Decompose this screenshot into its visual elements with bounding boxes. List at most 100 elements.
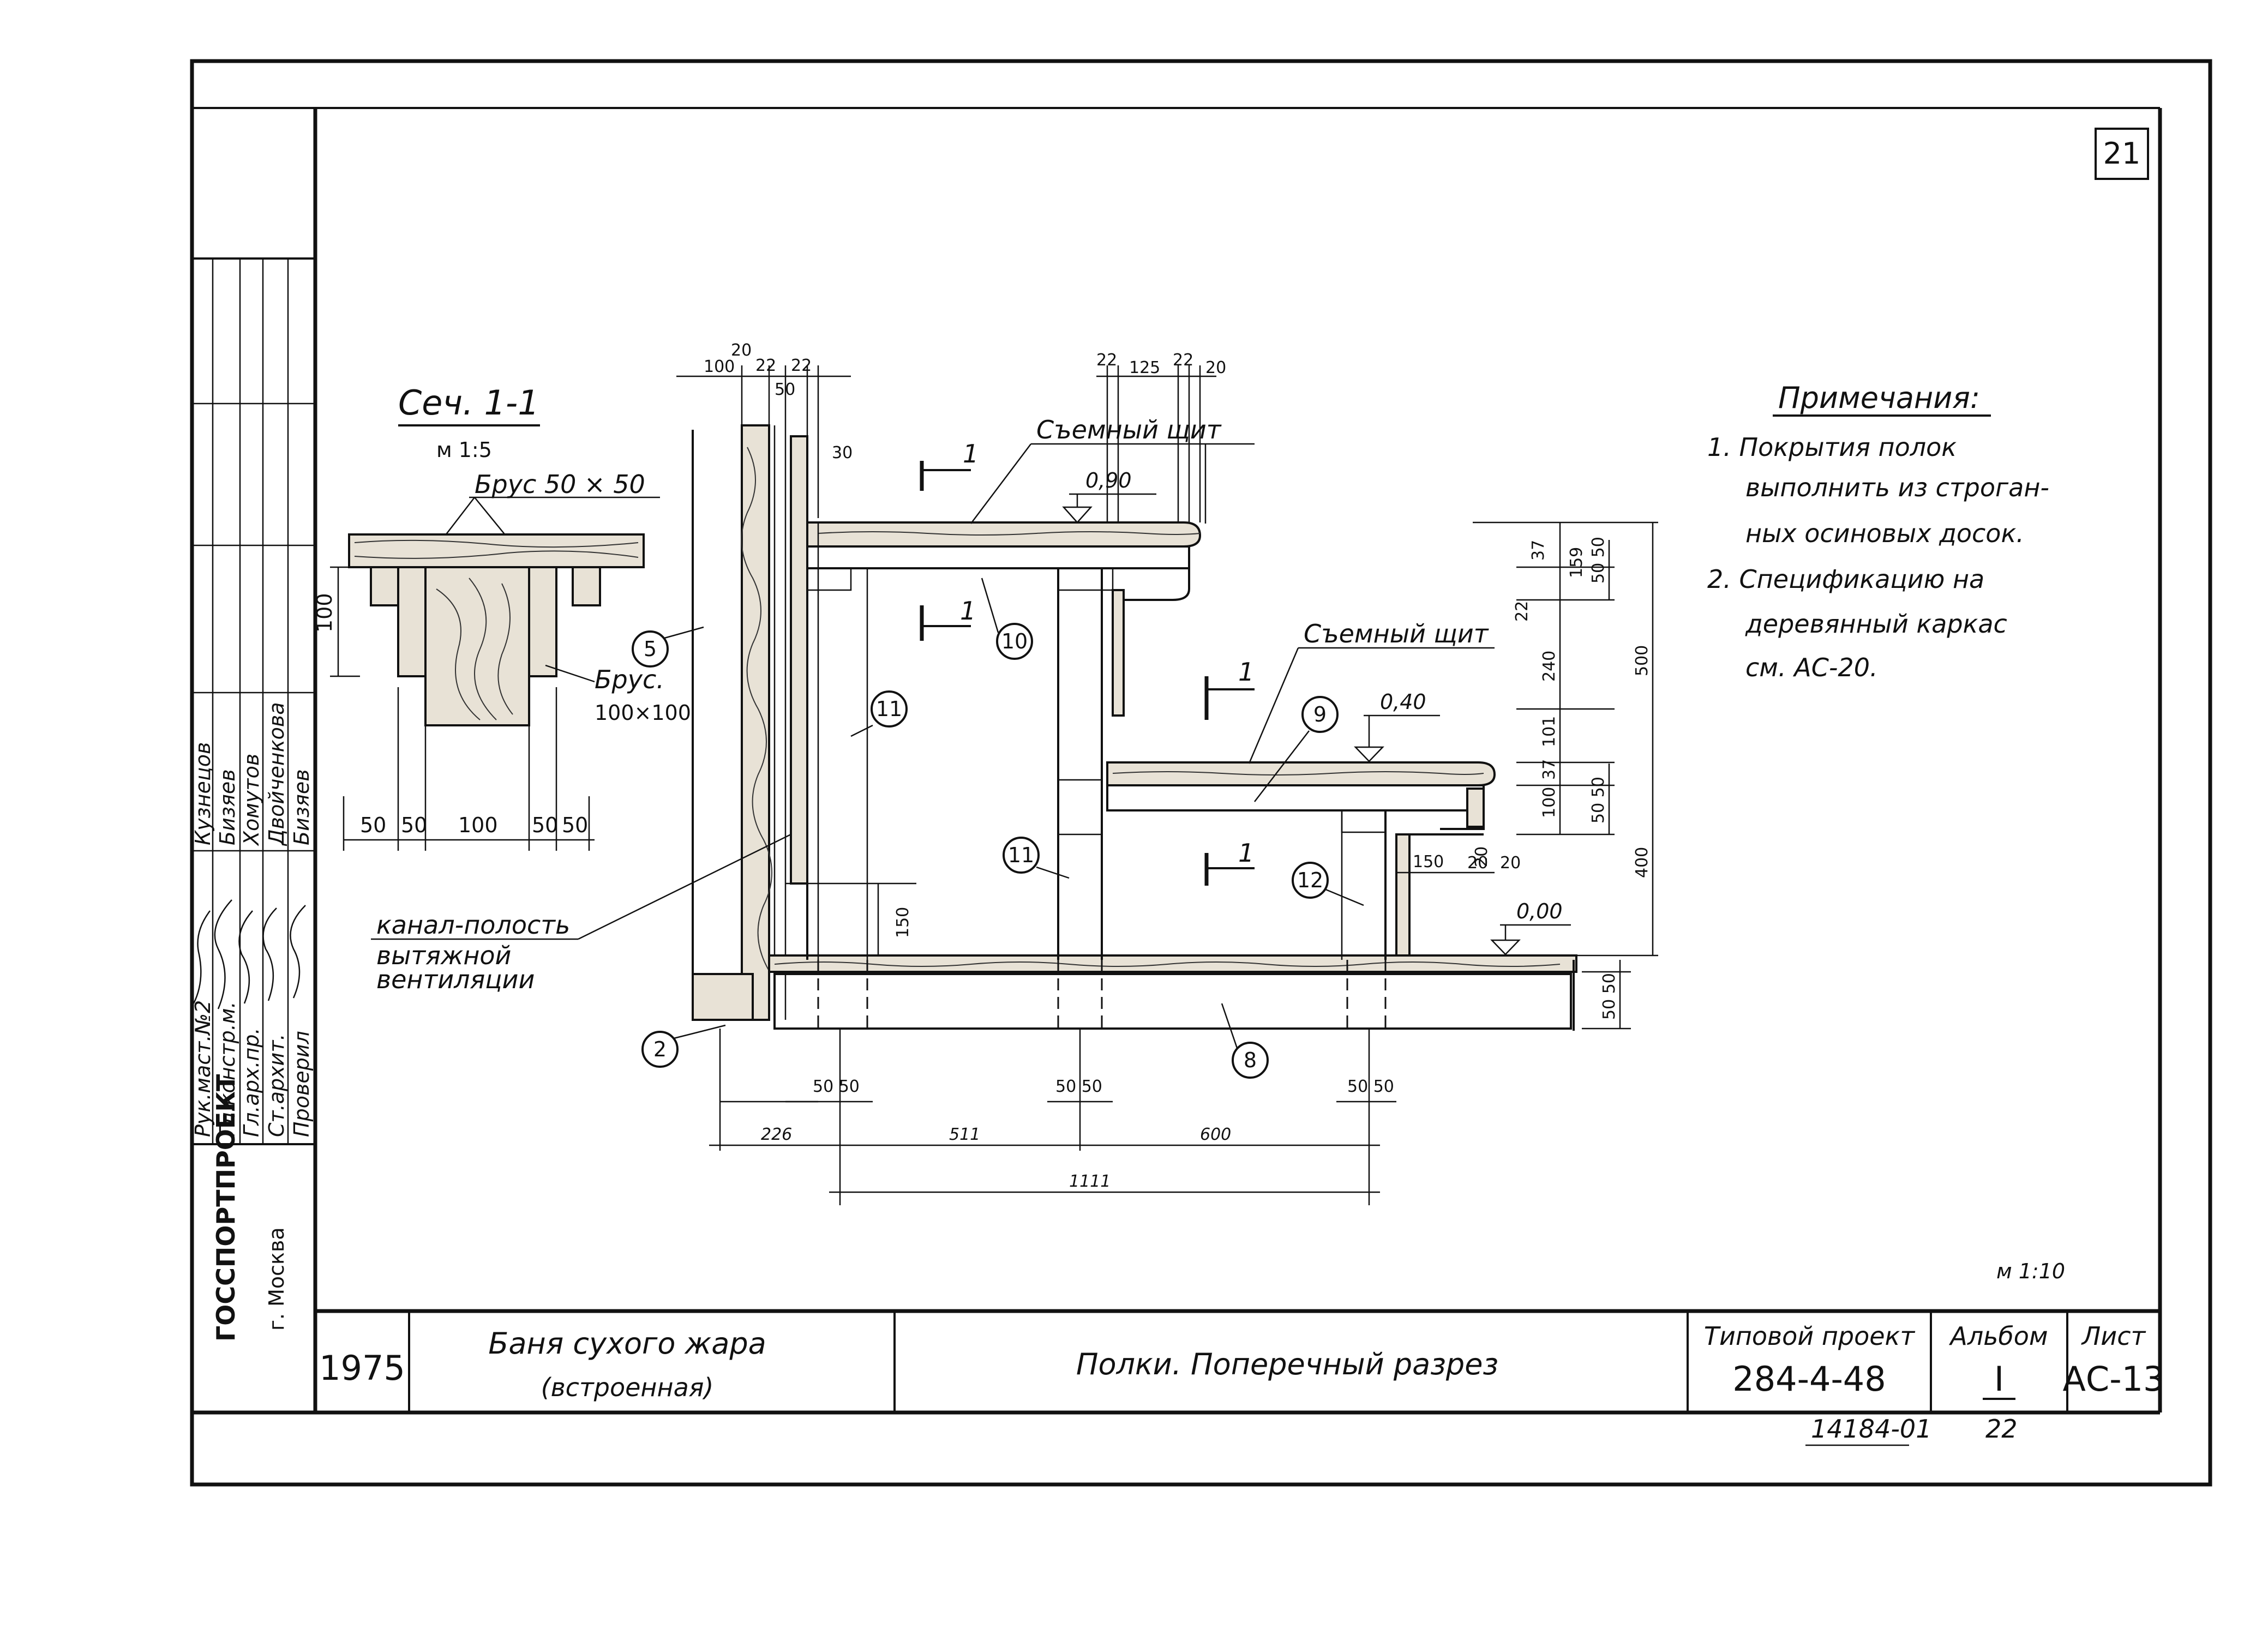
svg-text:11: 11: [876, 697, 902, 721]
svg-text:11: 11: [1008, 843, 1034, 867]
dim-r-22: 22: [1513, 601, 1532, 622]
dim-511: 511: [949, 1125, 980, 1144]
dim-tl-50: 50: [775, 380, 795, 399]
dim-600: 600: [1200, 1125, 1231, 1144]
dim-r-5050b: 50 50: [1589, 777, 1608, 823]
label-beam-large-2: 100×100: [595, 701, 691, 725]
svg-text:5: 5: [644, 637, 657, 661]
sheet-label: Лист: [2081, 1321, 2146, 1351]
name-4: Двойченкова: [265, 702, 289, 846]
section-scale: м 1:5: [436, 438, 492, 462]
level-mid: 0,40: [1354, 690, 1440, 762]
callout-2: 2: [641, 1024, 726, 1068]
dims-top-right: 22 125 22 20: [1096, 351, 1226, 522]
dim-tr-125: 125: [1129, 358, 1160, 377]
dim-tl-100: 100: [704, 357, 735, 376]
dim-r-240: 240: [1540, 651, 1559, 682]
main-scale: м 1:10: [1996, 1259, 2065, 1283]
dim-tl-30: 30: [832, 443, 853, 462]
footer: 14184-01 22: [327, 1414, 2018, 1484]
dim-r-159: 159: [1567, 547, 1586, 578]
dim-20a: 20: [1472, 846, 1491, 867]
svg-text:12: 12: [1297, 868, 1323, 892]
dim-tl-22a: 22: [755, 356, 776, 375]
dim-1111: 1111: [1069, 1172, 1111, 1191]
object-name-line2: (встроенная): [541, 1373, 714, 1402]
callout-8: 8: [1221, 1003, 1269, 1079]
vent-label-1: канал-полость: [376, 910, 570, 940]
dim-pair-3: 50 50: [1347, 1077, 1394, 1096]
vent-channel-label: канал-полость вытяжной вентиляции: [371, 833, 791, 994]
cut-mark-top-label: 1: [963, 439, 979, 468]
cut-mark-top: 1: [920, 439, 979, 491]
lower-shelf-deck: [1106, 761, 1496, 786]
callout-10: 10: [981, 578, 1033, 660]
label-removable-top: Съемный щит: [1036, 415, 1222, 444]
album-label: Альбом: [1948, 1321, 2048, 1351]
cut-mark-right-label: 1: [1238, 657, 1254, 687]
level-mid-label: 0,40: [1380, 690, 1426, 714]
level-floor-label: 0,00: [1516, 899, 1563, 923]
role-2: Гл.констр.м.: [215, 1001, 239, 1137]
callout-9: 9: [1254, 696, 1339, 802]
cut-mark-mid: 1: [920, 596, 976, 641]
inner-panel: [790, 435, 808, 885]
section-detail: Сеч. 1-1 м 1:5 Брус 50 × 50 Брус. 100×10…: [313, 383, 691, 851]
object-name-line1: Баня сухого жара: [488, 1326, 766, 1361]
section-title: Сеч. 1-1: [398, 383, 539, 423]
dim-20b: 20: [1467, 853, 1488, 873]
callout-5: 5: [632, 626, 704, 668]
svg-text:8: 8: [1244, 1048, 1257, 1072]
dim-tr-22b: 22: [1173, 351, 1193, 370]
callout-11-upper: 11: [850, 690, 908, 737]
dim-r-5050c: 50 50: [1600, 973, 1619, 1020]
svg-text:2: 2: [653, 1037, 667, 1061]
name-1: Кузнецов: [191, 742, 215, 845]
dim-r-100: 100: [1540, 787, 1559, 818]
sheet-number-box: 21: [2095, 128, 2149, 180]
callout-12: 12: [1292, 862, 1364, 906]
level-top: 0,90: [1062, 468, 1156, 524]
dim-r-37a: 37: [1529, 540, 1548, 561]
side-stamp: Рук.маст.№2 Гл.констр.м. Гл.арх.пр. Ст.а…: [191, 257, 315, 1342]
notes: Примечания: 1. Покрытия полок выполнить …: [1707, 381, 2049, 682]
note-line-1: 1. Покрытия полок: [1707, 432, 1957, 462]
sheet-value: АС-13: [2063, 1359, 2165, 1399]
dim-tr-20: 20: [1205, 358, 1226, 377]
note-line-6: см. АС-20.: [1745, 653, 1878, 682]
dim-226: 226: [761, 1125, 792, 1144]
role-5: Проверил: [290, 1031, 314, 1137]
sheet-number: 21: [2103, 136, 2141, 171]
note-line-3: ных осиновых досок.: [1745, 519, 2024, 548]
svg-text:9: 9: [1313, 702, 1327, 726]
note-line-4: 2. Спецификацию на: [1707, 564, 1984, 594]
section-dim-4: 50: [532, 813, 558, 837]
dim-pair-1: 50 50: [813, 1077, 860, 1096]
note-line-5: деревянный каркас: [1745, 609, 2007, 639]
role-1: Рук.маст.№2: [191, 1000, 215, 1137]
dim-20c: 20: [1500, 853, 1521, 873]
dim-r-101: 101: [1540, 716, 1559, 747]
dim-tl-20: 20: [731, 341, 752, 360]
project-number: 284-4-48: [1732, 1359, 1886, 1399]
sheet-frame: [190, 59, 2212, 1487]
vent-label-3: вентиляции: [376, 965, 535, 994]
vent-label-2: вытяжной: [376, 941, 511, 970]
album-value: I: [1994, 1359, 2004, 1399]
title-block: 1975 Баня сухого жара (встроенная) Полки…: [319, 1311, 2164, 1412]
section-dim-1: 50: [360, 813, 386, 837]
label-beam-large-1: Брус.: [595, 665, 664, 694]
svg-text:10: 10: [1001, 629, 1028, 653]
dim-tl-22b: 22: [791, 356, 812, 375]
year: 1975: [319, 1348, 405, 1388]
dim-r-5050a: 50 50: [1589, 537, 1608, 584]
cut-mark-right: 1: [1204, 657, 1255, 720]
dim-150-horiz: 150: [1413, 852, 1444, 871]
dim-r-400: 400: [1633, 847, 1652, 878]
dims-bottom: 50 50 50 50 50 50 226 511 600 1111: [709, 1029, 1396, 1205]
footer-page: 22: [1985, 1414, 2018, 1444]
org-name: ГОССПОРТПРОЕКТ: [211, 1074, 241, 1342]
section-dim-5: 50: [562, 813, 588, 837]
level-top-label: 0,90: [1085, 468, 1132, 492]
